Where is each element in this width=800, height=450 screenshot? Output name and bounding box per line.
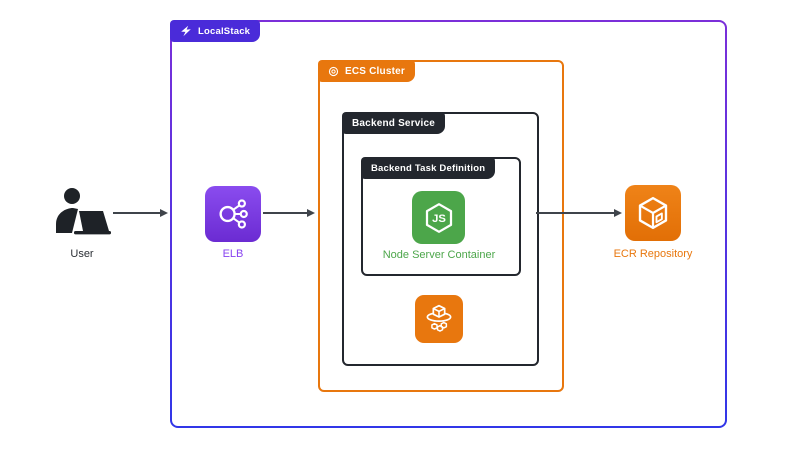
localstack-badge: LocalStack <box>170 20 261 42</box>
task-definition-label: Backend Task Definition <box>371 162 486 174</box>
ecr-tile <box>625 185 681 241</box>
arrow-backend-to-ecr <box>536 209 622 217</box>
node-container-label: Node Server Container <box>382 249 496 261</box>
task-definition-badge: Backend Task Definition <box>361 157 496 179</box>
ecs-service-tile <box>415 295 463 343</box>
nodejs-hexagon-icon: JS <box>425 202 452 233</box>
elb-label: ELB <box>222 248 244 260</box>
user-label: User <box>70 248 94 260</box>
backend-service-label: Backend Service <box>352 117 436 129</box>
elb-tile <box>205 186 261 242</box>
arrow-elb-to-ecs-cluster <box>263 209 315 217</box>
arrow-user-to-localstack <box>113 209 168 217</box>
backend-service-badge: Backend Service <box>342 112 446 134</box>
svg-text:JS: JS <box>432 213 446 225</box>
container-registry-cube-icon <box>638 196 668 230</box>
ecs-ring-icon <box>328 66 339 76</box>
localstack-label: LocalStack <box>198 25 251 37</box>
node-server-container-tile: JS <box>412 191 465 244</box>
ecs-cluster-badge: ECS Cluster <box>318 60 415 82</box>
ecs-cube-orbit-icon <box>426 304 452 332</box>
load-balancer-icon <box>219 199 248 229</box>
person-at-laptop-icon <box>56 188 111 235</box>
localstack-logo-icon <box>181 25 191 37</box>
ecr-label: ECR Repository <box>613 248 693 260</box>
ecs-cluster-label: ECS Cluster <box>345 65 405 77</box>
ecs-cluster-box <box>318 60 564 392</box>
